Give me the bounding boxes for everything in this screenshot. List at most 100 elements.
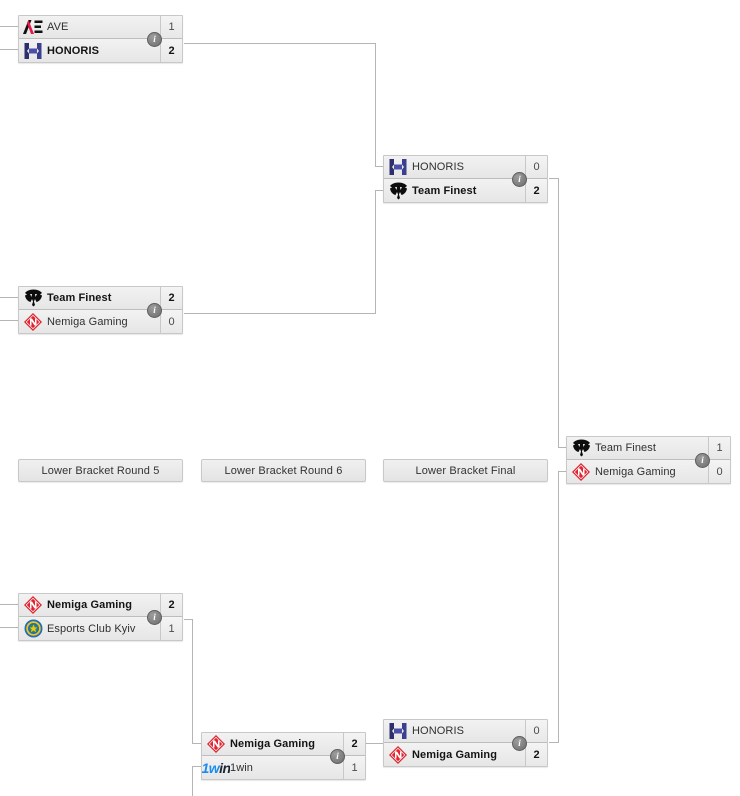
- info-glyph: i: [701, 455, 704, 465]
- team-name: Nemiga Gaming: [47, 599, 133, 611]
- match-score: 0: [525, 156, 547, 178]
- honoris-logo: [384, 721, 412, 742]
- match-row[interactable]: Team Finest 1: [567, 437, 730, 460]
- nemiga-logo: [19, 595, 47, 616]
- kyiv-logo: [19, 618, 47, 639]
- info-glyph: i: [153, 34, 156, 44]
- team-name: Nemiga Gaming: [47, 315, 128, 328]
- match-row[interactable]: Team Finest 2: [19, 287, 182, 310]
- connector-line: [0, 604, 19, 605]
- match-score: 1: [708, 437, 730, 459]
- nemiga-logo: [384, 744, 412, 765]
- team-name: Nemiga Gaming: [595, 465, 676, 478]
- honoris-logo: [19, 40, 47, 61]
- round-label-lower-bracket-round-5[interactable]: Lower Bracket Round 5: [18, 459, 183, 482]
- match-row[interactable]: HONORIS 2: [19, 39, 182, 62]
- match-row[interactable]: Team Finest 2: [384, 179, 547, 202]
- connector-line: [184, 619, 193, 620]
- match-score: 1: [160, 617, 182, 640]
- match-row[interactable]: Nemiga Gaming 0: [19, 310, 182, 333]
- connector-line: [375, 43, 376, 166]
- team-name: HONORIS: [412, 161, 465, 173]
- connector-line: [558, 471, 559, 743]
- nemiga-logo: [19, 311, 47, 332]
- round-label-lower-bracket-round-6[interactable]: Lower Bracket Round 6: [201, 459, 366, 482]
- connector-line: [192, 766, 193, 796]
- team-finest-logo: [19, 288, 47, 309]
- connector-line: [0, 49, 19, 50]
- match-score: 0: [160, 310, 182, 333]
- match-score: 0: [525, 720, 547, 742]
- team-name: Team Finest: [412, 184, 477, 197]
- connector-line: [192, 743, 201, 744]
- info-glyph: i: [518, 174, 521, 184]
- connector-line: [558, 471, 567, 472]
- match-info-icon[interactable]: i: [147, 610, 162, 625]
- team-finest-logo: [567, 438, 595, 459]
- info-glyph: i: [336, 751, 339, 761]
- match-score: 2: [160, 287, 182, 309]
- nemiga-logo: [567, 461, 595, 482]
- match-row[interactable]: Esports Club Kyiv 1: [19, 617, 182, 640]
- match-score: 2: [525, 179, 547, 202]
- match-score: 1: [343, 756, 365, 779]
- match-row[interactable]: HONORIS 0: [384, 156, 547, 179]
- round-label-lower-bracket-final[interactable]: Lower Bracket Final: [383, 459, 548, 482]
- team-name: HONORIS: [412, 725, 465, 737]
- match-row[interactable]: Nemiga Gaming 0: [567, 460, 730, 483]
- connector-line: [184, 43, 376, 44]
- match-row[interactable]: Nemiga Gaming 2: [202, 733, 365, 756]
- match-score: 2: [525, 743, 547, 766]
- match-row[interactable]: HONORIS 0: [384, 720, 547, 743]
- info-glyph: i: [153, 305, 156, 315]
- team-name: HONORIS: [47, 44, 100, 57]
- connector-line: [0, 320, 19, 321]
- match-info-icon[interactable]: i: [330, 749, 345, 764]
- match-info-icon[interactable]: i: [512, 172, 527, 187]
- connector-line: [0, 627, 19, 628]
- match-info-icon[interactable]: i: [147, 303, 162, 318]
- match-score: 2: [343, 733, 365, 755]
- match-info-icon[interactable]: i: [512, 736, 527, 751]
- connector-line: [375, 190, 376, 314]
- connector-line: [558, 447, 567, 448]
- connector-line: [0, 297, 19, 298]
- honoris-logo: [384, 157, 412, 178]
- connector-line: [366, 743, 385, 744]
- team-name: Esports Club Kyiv: [47, 622, 136, 635]
- match-info-icon[interactable]: i: [695, 453, 710, 468]
- connector-line: [375, 190, 384, 191]
- team-name: Team Finest: [595, 442, 657, 454]
- match-row[interactable]: Nemiga Gaming 2: [19, 594, 182, 617]
- connector-line: [558, 178, 559, 447]
- team-finest-logo: [384, 180, 412, 201]
- connector-line: [0, 26, 19, 27]
- connector-line: [375, 166, 384, 167]
- info-glyph: i: [153, 612, 156, 622]
- match-score: 2: [160, 594, 182, 616]
- info-glyph: i: [518, 738, 521, 748]
- team-name: 1win: [230, 761, 254, 774]
- team-name: Nemiga Gaming: [230, 738, 316, 750]
- match-info-icon[interactable]: i: [147, 32, 162, 47]
- connector-line: [192, 766, 201, 767]
- team-name: Nemiga Gaming: [412, 748, 498, 761]
- match-row[interactable]: Nemiga Gaming 2: [384, 743, 547, 766]
- match-score: 0: [708, 460, 730, 483]
- connector-line: [192, 619, 193, 743]
- match-score: 2: [160, 39, 182, 62]
- connector-line: [549, 178, 559, 179]
- match-score: 1: [160, 16, 182, 38]
- nemiga-logo: [202, 734, 230, 755]
- team-name: Team Finest: [47, 292, 112, 304]
